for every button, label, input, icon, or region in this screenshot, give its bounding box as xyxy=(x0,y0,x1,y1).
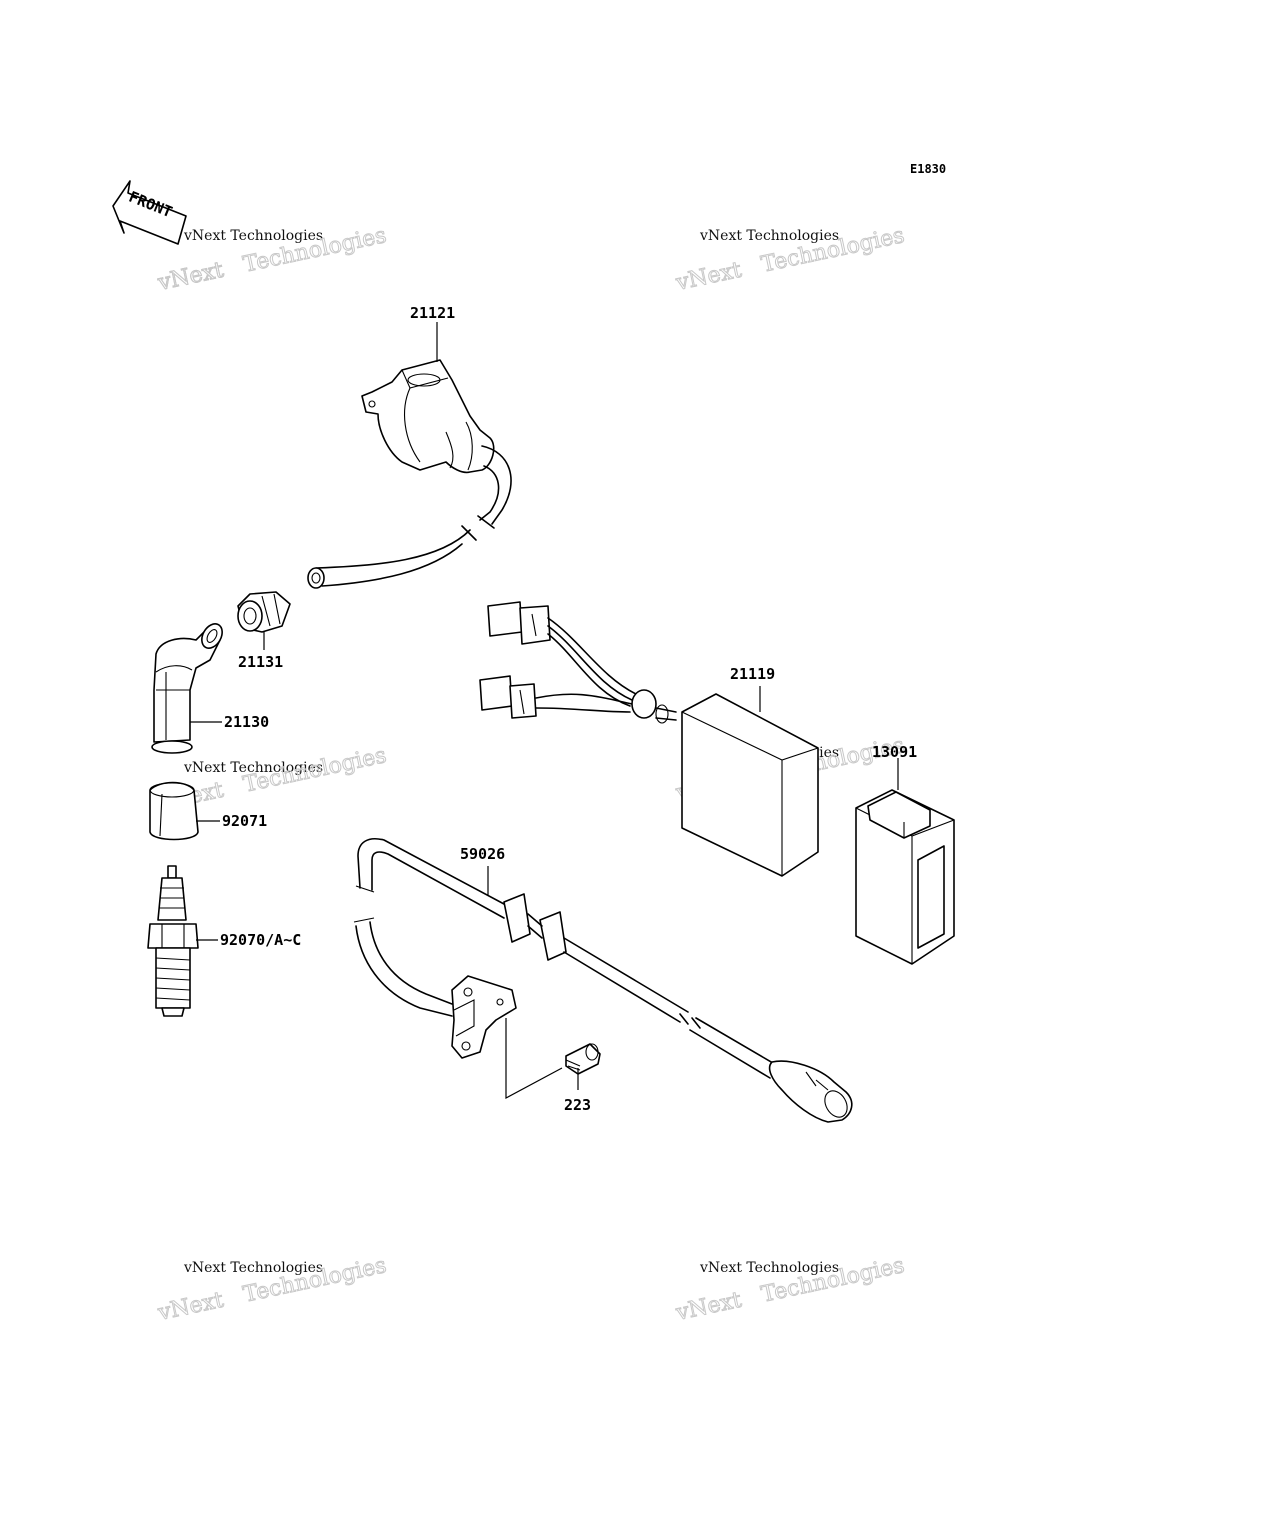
watermark-text: vNext Technologies xyxy=(699,1260,839,1276)
callout-21119: 21119 xyxy=(730,665,775,683)
callout-59026: 59026 xyxy=(460,845,505,863)
relay-box-drawing xyxy=(855,789,955,965)
plug-cap-drawing xyxy=(151,623,223,754)
callout-21121: 21121 xyxy=(410,304,455,322)
watermark-bottom-left: vNext Technologies vNext Technologies xyxy=(155,1253,390,1327)
watermark-text: vNext Technologies xyxy=(183,228,323,244)
boot-drawing xyxy=(149,781,199,841)
watermark-bottom-right: vNext Technologies vNext Technologies xyxy=(673,1253,908,1327)
callout-13091: 13091 xyxy=(872,743,917,761)
cap-21131-drawing xyxy=(237,591,291,633)
callout-21130: 21130 xyxy=(224,713,269,731)
screw-drawing xyxy=(565,1043,601,1075)
lead-wire-drawing xyxy=(353,838,853,1123)
watermark-text: vNext Technologies xyxy=(183,760,323,776)
ignition-coil-drawing xyxy=(307,359,512,589)
front-arrow-icon: FRONT xyxy=(112,180,187,245)
callout-92070: 92070/A~C xyxy=(220,931,301,949)
callout-21131: 21131 xyxy=(238,653,283,671)
diagram-code: E1830 xyxy=(910,162,946,176)
callout-223: 223 xyxy=(564,1096,591,1114)
watermark-top-left: vNext vNext Technologies vNext Technolog… xyxy=(155,223,390,297)
watermark-text: vNext Technologies xyxy=(183,1260,323,1276)
watermark-top-right: vNext Technologies vNext Technologies xyxy=(673,223,908,297)
leader-223-bracket xyxy=(505,1018,563,1100)
spark-plug-drawing xyxy=(147,865,199,1017)
cdi-unit-drawing xyxy=(479,601,819,877)
callout-92071: 92071 xyxy=(222,812,267,830)
watermark-text: vNext Technologies xyxy=(699,228,839,244)
